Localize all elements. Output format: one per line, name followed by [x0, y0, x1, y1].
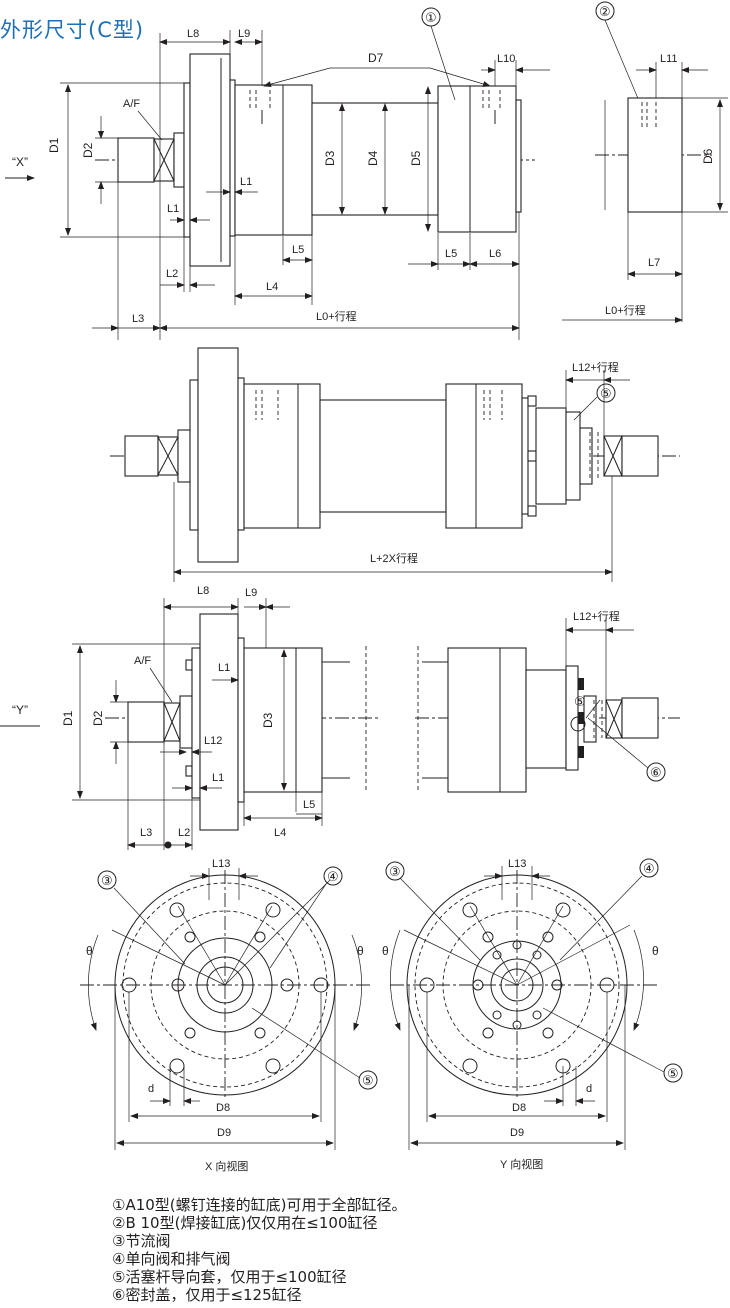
double-rod-flange	[197, 347, 239, 563]
dim-y-d1: D1	[61, 710, 75, 726]
cylinder-cap	[437, 85, 517, 233]
dim-y-d2: D2	[91, 710, 105, 726]
x-callout-5: ⑤	[362, 1073, 374, 1088]
label-af: A/F	[123, 98, 140, 110]
dim-l0-stroke: L0+行程	[316, 310, 357, 323]
dim-l3: L3	[132, 313, 144, 325]
note-1: ①A10型(螺钉连接的缸底)可用于全部缸径。	[112, 1196, 407, 1214]
callout-6: ⑥	[650, 765, 662, 780]
y-dim-d: d	[586, 1083, 592, 1095]
double-rod-view: L12+行程 ⑤ L+2X行程	[110, 347, 680, 582]
dim-d2: D2	[81, 142, 95, 158]
y-flange	[199, 613, 239, 831]
x-end-view: θ θ ③ ④ ⑤ L13 d D8 D9 X 向视图	[80, 858, 378, 1173]
dim-y-l1-a: L1	[218, 662, 230, 674]
dim-y-l2: L2	[178, 827, 190, 839]
dim-y-l12: L12	[204, 735, 222, 747]
dim-d1: D1	[47, 137, 61, 153]
note-3: ③节流阀	[112, 1232, 171, 1250]
page-title: 外形尺寸(C型)	[0, 18, 145, 42]
note-6: ⑥密封盖，仅用于≤125缸径	[112, 1286, 302, 1304]
note-4: ④单向阀和排气阀	[112, 1250, 231, 1268]
y-dim-d8: D8	[512, 1102, 526, 1114]
dim-l5-a: L5	[292, 244, 304, 256]
b10-cap	[627, 97, 683, 213]
dim-l9: L9	[238, 28, 250, 40]
rod-end	[117, 137, 155, 183]
dim-d4: D4	[366, 150, 380, 166]
dim-d5: D5	[409, 150, 423, 166]
x-dim-d: d	[148, 1083, 154, 1095]
y-theta-left: θ	[382, 944, 389, 958]
y-callout-3: ③	[389, 864, 401, 879]
dim-l8: L8	[187, 28, 199, 40]
dim-y-l9: L9	[245, 587, 257, 599]
y-callout-4: ④	[643, 861, 655, 876]
dim-y-l5: L5	[303, 799, 315, 811]
dim-l1-a: L1	[167, 203, 179, 215]
y-dim-l13: L13	[508, 858, 526, 870]
dim-l12-stroke-b: L12+行程	[573, 610, 620, 623]
dim-l5-b: L5	[445, 248, 457, 260]
y-view-caption: Y 向视图	[500, 1157, 543, 1171]
y-arrow-label: “Y”	[12, 703, 28, 717]
dim-l6: L6	[489, 248, 501, 260]
y-side-view: “Y” L8 L9	[0, 585, 680, 850]
x-dim-d8: D8	[216, 1102, 230, 1114]
x-arrow-label: “X”	[12, 155, 28, 169]
dim-y-l3: L3	[140, 827, 152, 839]
label-y-af: A/F	[134, 655, 151, 667]
dim-l2: L2	[166, 268, 178, 280]
dim-y-l8: L8	[197, 585, 209, 597]
y-theta-right: θ	[652, 944, 659, 958]
dim-l10: L10	[497, 53, 515, 65]
dim-l7: L7	[648, 257, 660, 269]
cylinder-head	[234, 84, 313, 236]
callout-5-a: ⑤	[600, 386, 612, 401]
cap-detail-view: ② D6 L11 L7 L0+行程	[562, 1, 728, 323]
dim-d7: D7	[368, 51, 384, 65]
y-dim-d9: D9	[510, 1127, 524, 1139]
x-callout-4: ④	[327, 869, 339, 884]
x-dim-l13: L13	[212, 858, 230, 870]
dim-l1-b: L1	[240, 176, 252, 188]
legend-notes: ①A10型(螺钉连接的缸底)可用于全部缸径。 ②B 10型(焊接缸底)仅仅用在≤…	[112, 1196, 407, 1304]
cylinder-tube	[311, 102, 439, 216]
dim-y-d3: D3	[261, 712, 275, 728]
dim-l4: L4	[266, 281, 278, 293]
y-callout-5: ⑤	[667, 1066, 679, 1081]
note-5: ⑤活塞杆导向套，仅用于≤100缸径	[112, 1268, 347, 1286]
dim-l12-stroke-a: L12+行程	[572, 361, 619, 374]
head-flange	[189, 53, 231, 267]
y-end-view: θ θ ③ ④ ⑤ L13 d D8 D9 Y 向视图	[382, 858, 683, 1171]
dim-l-2x-stroke: L+2X行程	[370, 552, 418, 565]
x-theta-right: θ	[357, 944, 364, 958]
x-theta-left: θ	[86, 944, 93, 958]
x-view-caption: X 向视图	[205, 1159, 248, 1173]
dim-d6: D6	[701, 148, 715, 164]
dim-y-l1-b: L1	[212, 772, 224, 784]
x-callout-3: ③	[101, 873, 113, 888]
callout-5-b: ⑤	[574, 694, 586, 709]
dim-d3: D3	[323, 150, 337, 166]
dim-y-l4: L4	[274, 827, 286, 839]
dim-l0-stroke-b: L0+行程	[605, 304, 646, 317]
note-2: ②B 10型(焊接缸底)仅仅用在≤100缸径	[112, 1214, 378, 1232]
callout-1: ①	[425, 10, 437, 25]
callout-2: ②	[599, 4, 611, 19]
x-dim-d9: D9	[217, 1127, 231, 1139]
dim-l11: L11	[660, 53, 678, 65]
side-view-top: “X” D1 D2 A/F	[5, 7, 550, 340]
